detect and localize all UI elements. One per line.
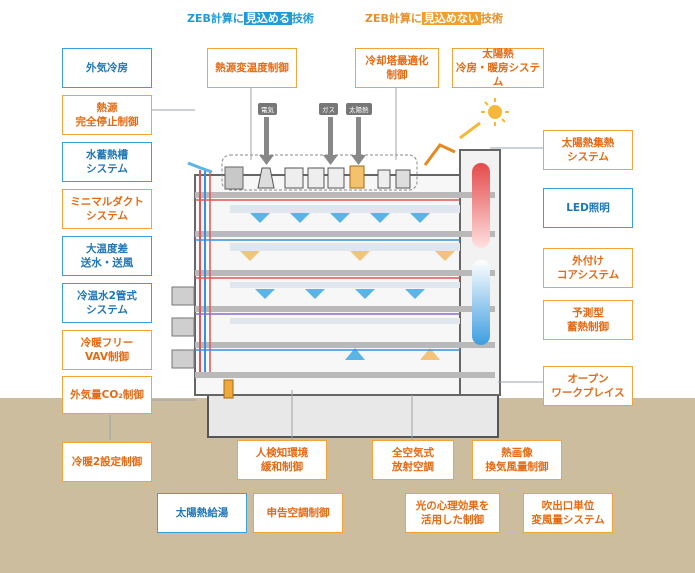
energy-label-gas: ガス [319,103,338,115]
legend-saving: ZEB計算に見込める技術 [187,10,314,26]
legend-saving-suffix: 技術 [291,12,314,25]
outdoor-air-arrow [187,161,213,174]
horizontal-pipes [195,199,460,351]
air-diffusers [250,213,430,360]
box-taiyo-shunetsu: 太陽熱集熱 システム [543,130,633,170]
box-netsugazo: 熱画像 換気風量制御 [472,440,562,480]
roof-equipment-zone [221,154,418,191]
box-gaikiryo-co2: 外気量CO₂制御 [62,376,152,414]
box-minimal-duct: ミニマルダクト システム [62,189,152,229]
box-taiyo-reibo: 太陽熱 冷房・暖房システム [452,48,544,88]
box-daionsa: 大温度差 送水・送風 [62,236,152,276]
roof-equipment [224,165,411,190]
legend-notsaving-highlight: 見込めない [421,12,481,25]
energy-label-electric: 電気 [258,103,277,115]
sun-rays-icon [481,98,509,126]
ceiling-panels [230,205,460,324]
legend-saving-highlight: 見込める [243,12,292,25]
sunlight-arrow [459,121,481,140]
energy-label-solar: 太陽熱 [346,103,372,115]
warm-air [240,251,455,360]
solar-water-heater [223,379,234,399]
outdoor-units [171,286,195,369]
warm-air-shaft [472,163,490,248]
box-reidan2: 冷暖2設定制御 [62,442,152,482]
box-reikyakuto: 冷却塔最適化 制御 [355,48,439,88]
solar-collector [423,143,456,166]
legend-notsaving-prefix: ZEB計算に [365,12,422,25]
box-reibo-vav: 冷暖フリー VAV制御 [62,330,152,370]
box-reionsui: 冷温水2管式 システム [62,283,152,323]
box-led: LED照明 [543,188,633,228]
cool-air-shaft [472,260,490,345]
box-jinken: 人検知環境 緩和制御 [237,440,327,480]
box-sotozuke: 外付け コアシステム [543,248,633,288]
box-netsugen-ondo: 熱源変温度制御 [207,48,297,88]
floor-slabs [195,192,495,378]
leader-lines [109,78,543,440]
box-suichiku: 水蓄熱槽 システム [62,142,152,182]
energy-arrows [259,117,366,165]
box-shinkoku: 申告空調制御 [253,493,343,533]
legend-notsaving-suffix: 技術 [480,12,503,25]
legend-notsaving: ZEB計算に見込めない技術 [365,10,503,26]
box-gaiki-reibo: 外気冷房 [62,48,152,88]
box-hikari: 光の心理効果を 活用した制御 [405,493,500,533]
basement [207,391,499,438]
box-netsugen-teishi: 熱源 完全停止制御 [62,95,152,135]
box-open: オープン ワークプレイス [543,366,633,406]
box-zenkuki: 全空気式 放射空調 [372,440,454,480]
box-fukidashi: 吹出口単位 変風量システム [523,493,613,533]
sun-icon [488,105,502,119]
box-yosoku: 予測型 蓄熱制御 [543,300,633,340]
box-taiyo-kyuto: 太陽熱給湯 [157,493,247,533]
legend-saving-prefix: ZEB計算に [187,12,244,25]
